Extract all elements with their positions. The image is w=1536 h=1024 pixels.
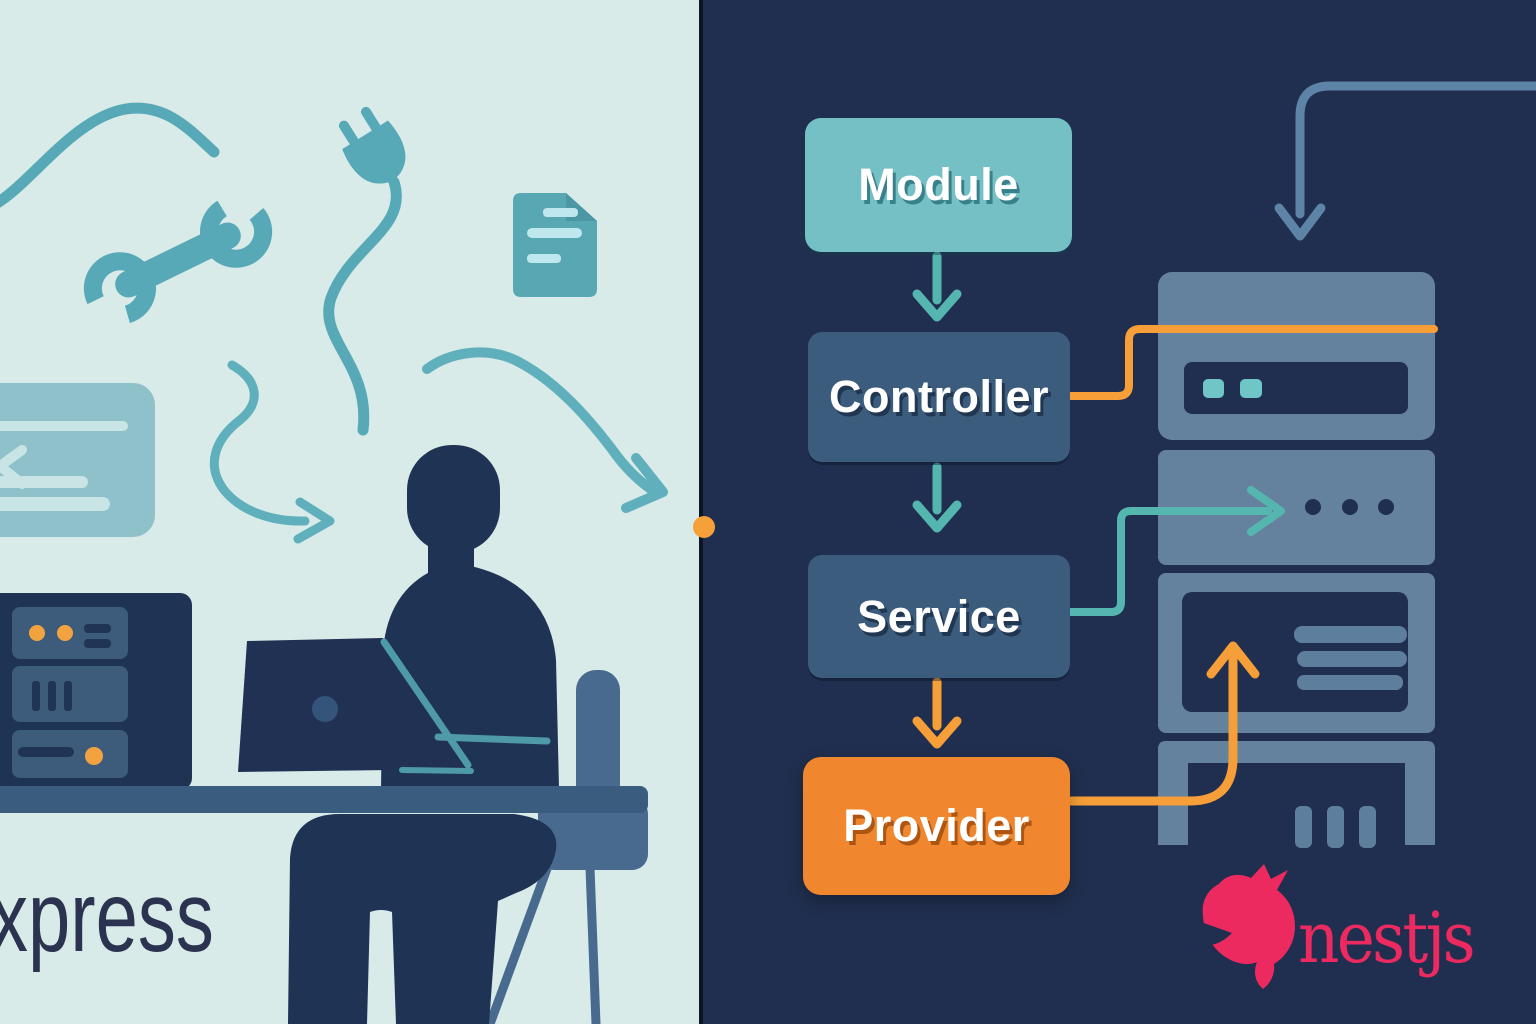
- server-tower-icon: [0, 593, 192, 790]
- module-box: Module: [805, 118, 1072, 252]
- service-to-provider-arrow-icon: [912, 677, 962, 749]
- nestjs-wordmark: nestjs: [1298, 897, 1476, 979]
- server-rack-icon: [1158, 272, 1435, 848]
- service-to-rack-connector: [1067, 486, 1285, 616]
- code-panel-icon: [0, 383, 155, 537]
- service-box: Service: [808, 555, 1070, 678]
- provider-to-rack-connector: [1066, 641, 1260, 806]
- divider-dot: [693, 516, 715, 538]
- express-wordmark: xpress: [0, 861, 214, 973]
- provider-box: Provider: [803, 757, 1070, 895]
- module-to-controller-arrow-icon: [912, 251, 962, 322]
- curved-arrow-icon: [422, 347, 668, 513]
- chair: [485, 670, 648, 1024]
- controller-box-label: Controller: [828, 371, 1049, 422]
- document-icon: [513, 193, 597, 297]
- controller-box: Controller: [808, 332, 1070, 462]
- desk: [0, 786, 648, 813]
- module-box-label: Module: [858, 159, 1019, 210]
- power-plug-icon: [323, 106, 406, 436]
- laptop-icon: [238, 638, 551, 774]
- controller-to-service-arrow-icon: [912, 462, 962, 533]
- incoming-request-arrow-icon: [1274, 81, 1536, 241]
- nestjs-cat-icon: [1200, 864, 1295, 989]
- panel-divider: [699, 0, 703, 1024]
- controller-to-rack-connector: [1067, 325, 1438, 400]
- wavy-line-icon: [0, 102, 220, 208]
- service-box-label: Service: [857, 590, 1021, 642]
- squiggle-arrow-icon: [209, 360, 335, 544]
- wrench-icon: [83, 200, 273, 324]
- provider-box-label: Provider: [843, 800, 1030, 851]
